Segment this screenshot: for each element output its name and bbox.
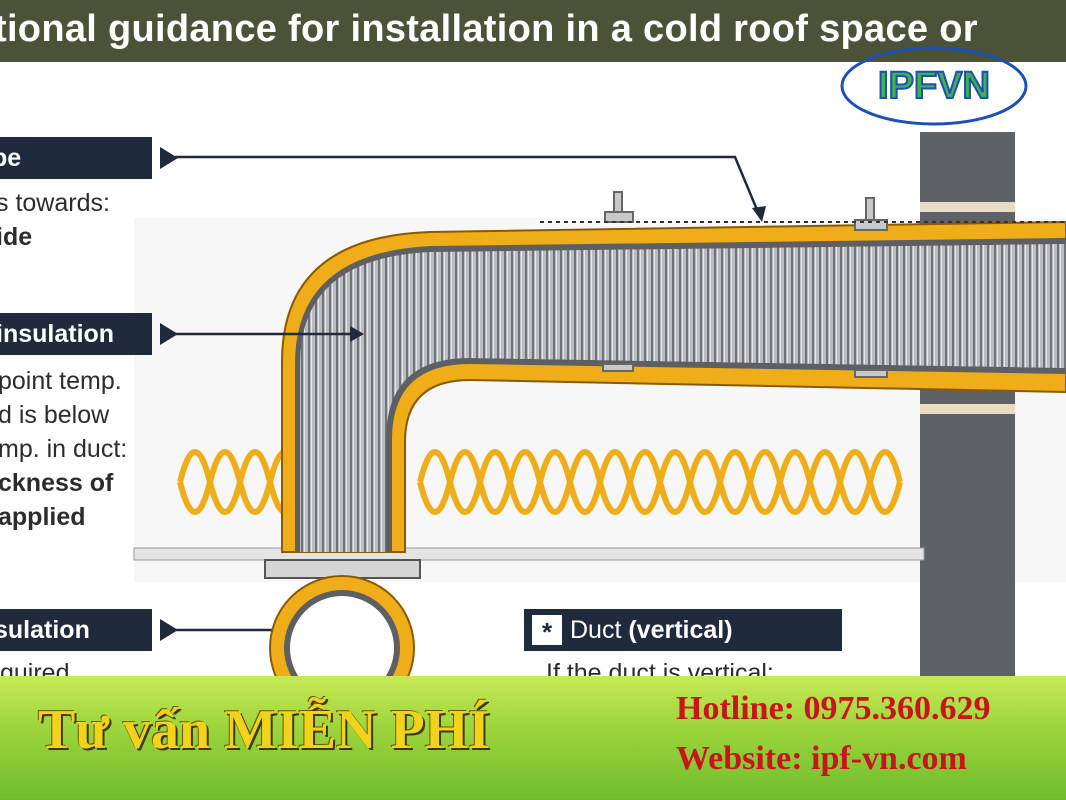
duct-hangers (602, 191, 888, 378)
promo-banner: Tư vấn MIỄN PHÍ Hotline: 0975.360.629 We… (0, 676, 1066, 800)
arrowhead (752, 206, 766, 222)
label-insulation: insulation (0, 313, 152, 355)
duct-cross-section (269, 575, 415, 676)
duct-installation-diagram (133, 132, 1066, 676)
insulation-required-description: quired (0, 659, 70, 676)
title-bar: tional guidance for installation in a co… (0, 0, 1066, 62)
logo-text: IPFVN (878, 65, 990, 107)
label-arrow (160, 147, 178, 169)
insulated-duct (281, 220, 1066, 553)
label-duct-slope: pe (0, 137, 152, 179)
website-link[interactable]: Website: ipf-vn.com (676, 740, 967, 777)
label-duct-vertical: * Duct (vertical) (524, 609, 842, 651)
roof-column (920, 132, 1015, 676)
arrowhead (350, 326, 364, 342)
insulation-description: point temp. d is below mp. in duct: ckne… (0, 367, 128, 531)
page-title: tional guidance for installation in a co… (0, 8, 978, 50)
duct-vertical-description: If the duct is vertical: (546, 659, 774, 676)
label-arrow (160, 323, 178, 345)
ipfvn-logo: IPFVN (840, 46, 1028, 126)
ceiling-board (133, 547, 925, 561)
banner-slogan: Tư vấn MIỄN PHÍ (38, 699, 491, 761)
duct-slope-description: s towards: ide (0, 189, 110, 251)
hotline-text[interactable]: Hotline: 0975.360.629 (676, 690, 991, 727)
star-icon: * (532, 615, 562, 647)
label-arrow (160, 619, 178, 641)
label-insulation-required: sulation (0, 609, 152, 651)
